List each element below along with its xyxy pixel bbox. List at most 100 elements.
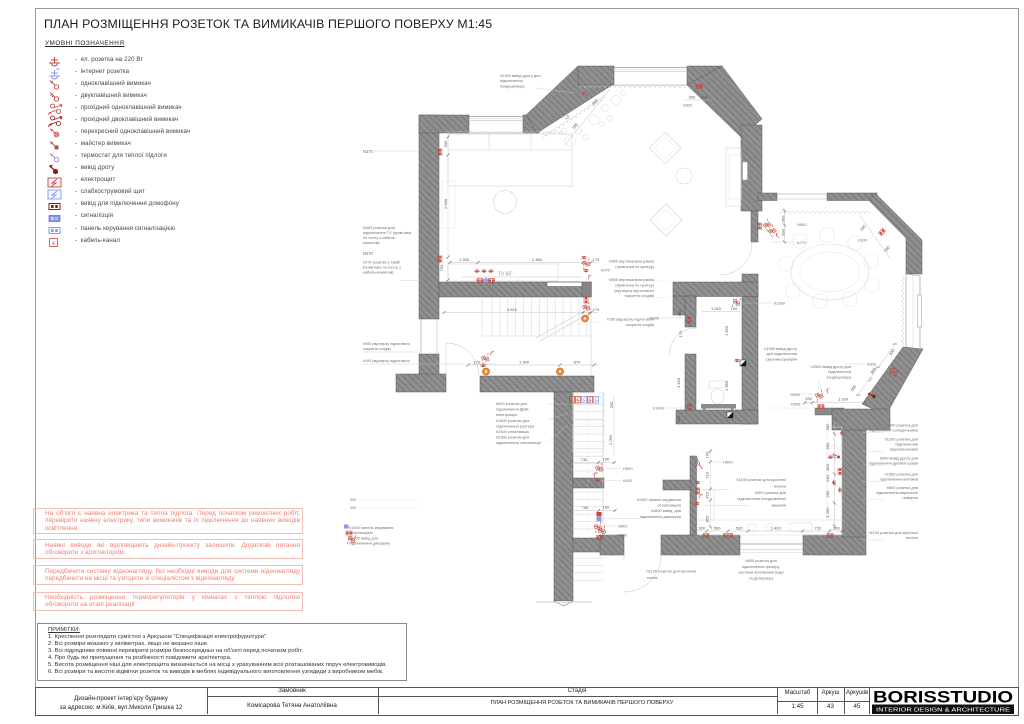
svg-text:(від верху підлогового: (від верху підлогового bbox=[614, 288, 654, 293]
svg-text:підключення TV (привʼязка: підключення TV (привʼязка bbox=[363, 230, 412, 235]
svg-text:520: 520 bbox=[736, 526, 743, 531]
svg-text:870: 870 bbox=[574, 360, 581, 365]
svg-text:2 480: 2 480 bbox=[532, 257, 543, 262]
svg-text:300: 300 bbox=[833, 526, 840, 531]
svg-text:h1100 розетки для кусонної: h1100 розетки для кусонної bbox=[737, 477, 787, 482]
svg-text:h300: h300 bbox=[623, 478, 633, 483]
svg-text:200: 200 bbox=[888, 347, 896, 356]
svg-text:(привʼязка по центру): (привʼязка по центру) bbox=[615, 264, 654, 269]
svg-text:700: 700 bbox=[859, 223, 868, 232]
svg-text:710: 710 bbox=[705, 471, 710, 478]
svg-text:H900 вертикальна рамка: H900 вертикальна рамка bbox=[609, 259, 655, 264]
svg-text:для підключення: для підключення bbox=[767, 351, 797, 356]
svg-text:поверхні: поверхні bbox=[902, 495, 918, 500]
svg-text:h1600 вивід, для: h1600 вивід, для bbox=[651, 508, 681, 513]
svg-text:900: 900 bbox=[350, 498, 356, 502]
svg-text:750: 750 bbox=[582, 505, 589, 510]
svg-text:h2300 розетки для: h2300 розетки для bbox=[496, 435, 529, 440]
svg-text:h2500 вивід дроту для: h2500 вивід дроту для bbox=[811, 364, 851, 369]
svg-text:покриття сходів): покриття сходів) bbox=[625, 293, 655, 298]
svg-text:h300: h300 bbox=[858, 238, 868, 243]
svg-text:к: к bbox=[52, 241, 55, 247]
svg-text:h270: h270 bbox=[797, 240, 807, 245]
svg-text:360: 360 bbox=[781, 215, 786, 222]
svg-text:350: 350 bbox=[705, 491, 710, 498]
svg-text:3 810: 3 810 bbox=[507, 307, 518, 312]
svg-text:мікрохвильовки: мікрохвильовки bbox=[890, 446, 918, 451]
svg-text:700: 700 bbox=[439, 264, 444, 271]
svg-text:170: 170 bbox=[593, 307, 600, 312]
svg-text:h150 (від верху підлогового: h150 (від верху підлогового bbox=[607, 318, 654, 322]
svg-text:2 660: 2 660 bbox=[443, 198, 448, 209]
svg-text:підключення витяжки: підключення витяжки bbox=[880, 476, 918, 481]
svg-text:150: 150 bbox=[603, 457, 610, 462]
svg-text:h1100 розетки для кухонної: h1100 розетки для кухонної bbox=[869, 530, 919, 535]
svg-text:H900: H900 bbox=[623, 466, 633, 471]
svg-text:та діспоузера: та діспоузера bbox=[749, 575, 774, 580]
svg-text:N400 розетки для: N400 розетки для bbox=[363, 225, 395, 230]
svg-text:підключення посудомийної: підключення посудомийної bbox=[737, 496, 787, 501]
svg-text:1 420: 1 420 bbox=[771, 526, 782, 531]
svg-text:h1050 вивід дроту: h1050 вивід дроту bbox=[764, 346, 797, 351]
svg-text:600: 600 bbox=[825, 442, 830, 449]
svg-text:h900 (від верху підлогового: h900 (від верху підлогового bbox=[363, 342, 410, 346]
svg-text:сігналізацією: сігналізацією bbox=[349, 530, 373, 535]
svg-text:500: 500 bbox=[825, 423, 830, 430]
svg-text:400: 400 bbox=[849, 383, 857, 392]
svg-text:підключення: підключення bbox=[895, 441, 918, 446]
svg-text:300: 300 bbox=[698, 526, 705, 531]
svg-text:1 420: 1 420 bbox=[676, 377, 681, 388]
svg-text:h1100 розетки для кусонної: h1100 розетки для кусонної bbox=[647, 569, 697, 574]
svg-text:170: 170 bbox=[474, 360, 481, 365]
svg-text:підключення варильної: підключення варильної bbox=[876, 490, 919, 495]
svg-text:1 650: 1 650 bbox=[724, 325, 729, 336]
svg-text:H900: H900 bbox=[723, 460, 733, 465]
svg-text:техніки: техніки bbox=[905, 535, 918, 540]
svg-text:h1000: h1000 bbox=[653, 406, 665, 411]
svg-text:1 200: 1 200 bbox=[825, 507, 830, 518]
svg-text:360: 360 bbox=[676, 415, 681, 422]
svg-text:500: 500 bbox=[443, 140, 448, 147]
svg-text:h2300 вивід дроту для: h2300 вивід дроту для bbox=[500, 73, 540, 78]
svg-text:390: 390 bbox=[781, 228, 786, 235]
svg-text:h1200 розетка для: h1200 розетка для bbox=[885, 437, 918, 442]
svg-text:h600 розетка для: h600 розетка для bbox=[887, 485, 918, 490]
svg-text:техніки: техніки bbox=[773, 483, 786, 488]
svg-text:h600 розетки для: h600 розетки для bbox=[496, 401, 527, 406]
svg-text:(привʼязка по центру): (привʼязка по центру) bbox=[615, 282, 654, 287]
svg-text:700: 700 bbox=[883, 244, 892, 253]
svg-text:підключення фільтру,: підключення фільтру, bbox=[742, 564, 780, 569]
svg-text:машини: машини bbox=[772, 503, 786, 508]
svg-text:технікі: технікі bbox=[647, 575, 658, 580]
svg-text:h1850 розетка для: h1850 розетка для bbox=[885, 472, 918, 477]
svg-text:КД: КД bbox=[564, 114, 570, 121]
svg-text:підключення сигналізації: підключення сигналізації bbox=[496, 440, 542, 445]
svg-text:800: 800 bbox=[869, 366, 877, 375]
svg-text:315: 315 bbox=[701, 95, 708, 100]
svg-text:TV 85": TV 85" bbox=[498, 272, 513, 278]
svg-text:рушникосушарки: рушникосушарки bbox=[766, 356, 797, 361]
svg-text:системи пропікання води: системи пропікання води bbox=[738, 570, 783, 575]
svg-text:покриття сходів): покриття сходів) bbox=[363, 347, 391, 351]
svg-text:560: 560 bbox=[714, 526, 721, 531]
svg-text:підключення: підключення bbox=[828, 369, 851, 374]
svg-text:765: 765 bbox=[571, 121, 580, 130]
svg-text:300: 300 bbox=[350, 506, 356, 510]
svg-text:h1180: h1180 bbox=[774, 301, 786, 306]
svg-text:h800 розетка для: h800 розетка для bbox=[745, 558, 776, 563]
svg-text:INTERIOR DESIGN & ARCHITECTURE: INTERIOR DESIGN & ARCHITECTURE bbox=[876, 708, 1010, 714]
svg-text:BORISSTUDIO: BORISSTUDIO bbox=[873, 688, 1013, 707]
svg-text:підключення дімофону: підключення дімофону bbox=[349, 541, 390, 546]
svg-text:H900: H900 bbox=[790, 392, 800, 397]
svg-text:підключення роутера: підключення роутера bbox=[496, 423, 535, 428]
svg-text:100: 100 bbox=[731, 306, 738, 311]
svg-text:N270: N270 bbox=[363, 149, 374, 154]
svg-text:h300: h300 bbox=[867, 362, 877, 367]
svg-text:N900: N900 bbox=[649, 316, 659, 321]
svg-text:підключення: підключення bbox=[500, 78, 523, 83]
svg-text:160: 160 bbox=[705, 451, 710, 458]
svg-text:290: 290 bbox=[609, 401, 614, 408]
svg-text:h300 розетка для: h300 розетка для bbox=[755, 490, 786, 495]
svg-text:150: 150 bbox=[603, 505, 610, 510]
svg-text:200: 200 bbox=[591, 97, 600, 106]
